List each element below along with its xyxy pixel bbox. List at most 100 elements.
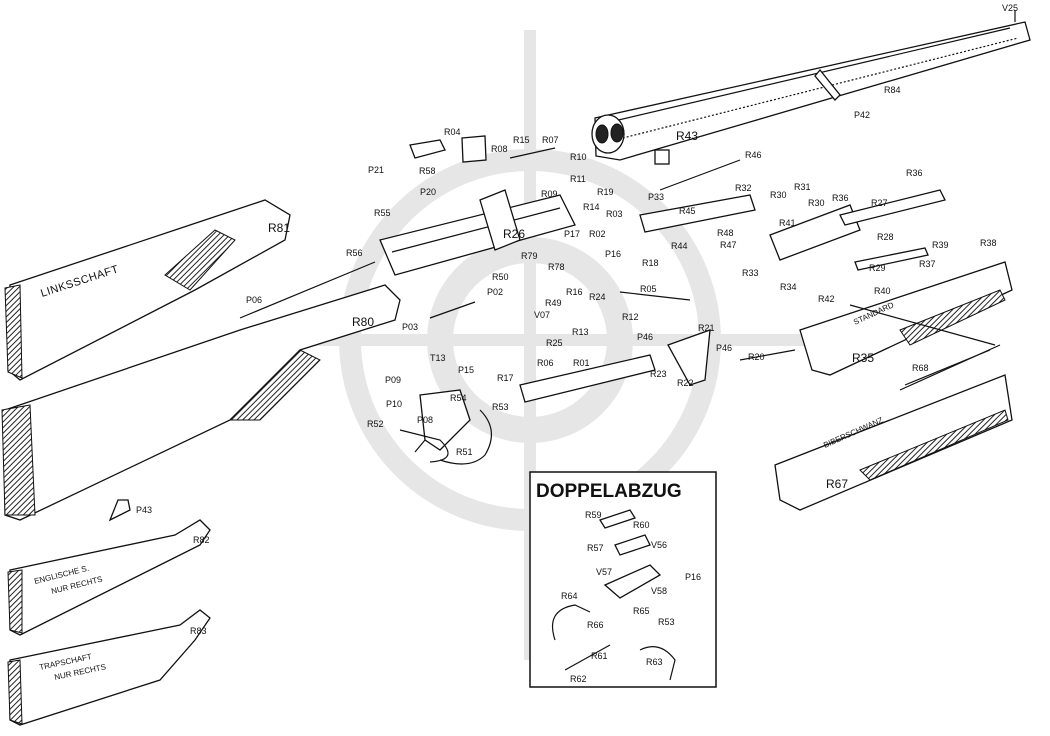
label-r11: R11: [570, 174, 586, 184]
label-r64: R64: [561, 591, 578, 601]
label-r81: R81: [268, 221, 290, 235]
label-r20: R20: [748, 352, 765, 362]
label-r53a: R53: [492, 402, 509, 412]
label-r08: R08: [491, 144, 508, 154]
label-r56: R56: [346, 248, 363, 258]
label-p06: P06: [246, 295, 262, 305]
label-r15: R15: [513, 135, 530, 145]
label-r05: R05: [640, 284, 657, 294]
label-p21: P21: [368, 165, 384, 175]
label-p15: P15: [458, 365, 474, 375]
inset-title: DOPPELABZUG: [536, 481, 682, 502]
label-r33: R33: [742, 268, 759, 278]
label-r30b: R30: [808, 198, 825, 208]
label-r63: R63: [646, 657, 663, 667]
rods-and-pins: [239, 261, 1001, 453]
label-r24: R24: [589, 292, 606, 302]
label-p33: P33: [648, 192, 664, 202]
label-v58: V58: [651, 586, 667, 596]
label-r35: R35: [852, 351, 874, 365]
stock-captions: LINKSSCHAFT ENGLISCHE S. NUR RECHTS TRAP…: [33, 263, 895, 682]
label-r78: R78: [548, 262, 565, 272]
stock-linksschaft: [4, 199, 291, 381]
label-r80: R80: [352, 315, 374, 329]
label-r46: R46: [745, 150, 762, 160]
label-r13: R13: [572, 327, 589, 337]
label-r09: R09: [541, 189, 558, 199]
stock-englische: [7, 519, 211, 636]
label-r12: R12: [622, 312, 639, 322]
label-r31: R31: [794, 182, 811, 192]
label-r02: R02: [589, 229, 606, 239]
label-r36b: R36: [906, 168, 923, 178]
label-r29: R29: [869, 263, 886, 273]
label-p02: P02: [487, 287, 503, 297]
label-r45: R45: [679, 206, 696, 216]
label-r51: R51: [456, 447, 473, 457]
label-r34: R34: [780, 282, 797, 292]
label-p08: P08: [417, 415, 433, 425]
label-r18: R18: [642, 258, 659, 268]
label-p09: P09: [385, 375, 401, 385]
forend-standard: [799, 261, 1013, 376]
label-r17: R17: [497, 373, 514, 383]
label-r83: R83: [190, 626, 207, 636]
top-lever-parts: [639, 159, 946, 271]
label-p16b: P16: [685, 572, 701, 582]
label-r10: R10: [570, 152, 587, 162]
label-p17: P17: [564, 229, 580, 239]
label-r67: R67: [826, 477, 848, 491]
label-r61: R61: [591, 651, 608, 661]
label-r62: R62: [570, 674, 587, 684]
label-r07: R07: [542, 135, 559, 145]
part-p43: [108, 499, 131, 522]
label-r82: R82: [193, 535, 210, 545]
label-r47: R47: [720, 240, 737, 250]
label-r65: R65: [633, 606, 650, 616]
forend-biberschwanz: [774, 349, 1013, 511]
label-r58: R58: [419, 166, 436, 176]
label-r32: R32: [735, 183, 752, 193]
label-r50: R50: [492, 272, 509, 282]
label-r79: R79: [521, 251, 538, 261]
label-p10: P10: [386, 399, 402, 409]
label-r25: R25: [546, 338, 563, 348]
label-r01: R01: [573, 358, 590, 368]
label-r44: R44: [671, 241, 688, 251]
label-r55: R55: [374, 208, 391, 218]
label-p03: P03: [402, 322, 418, 332]
label-r21: R21: [698, 323, 715, 333]
label-r14: R14: [583, 202, 600, 212]
label-r22: R22: [677, 378, 694, 388]
label-r66: R66: [587, 620, 604, 630]
label-p16a: P16: [605, 249, 621, 259]
label-r36a: R36: [832, 193, 849, 203]
label-v25: V25: [1002, 3, 1018, 13]
stock-main: [1, 284, 401, 521]
trigger-group: [399, 329, 711, 465]
label-r26: R26: [503, 227, 525, 241]
label-p46b: P46: [716, 343, 732, 353]
label-r53b: R53: [658, 617, 675, 627]
label-r39: R39: [932, 240, 949, 250]
label-r43: R43: [676, 129, 698, 143]
label-r37: R37: [919, 259, 936, 269]
stock-trapschaft: [7, 609, 211, 726]
doppelabzug-inset: [529, 471, 717, 688]
label-p20: P20: [420, 187, 436, 197]
label-r49: R49: [545, 298, 562, 308]
label-t13: T13: [430, 353, 446, 363]
label-r27: R27: [871, 198, 888, 208]
label-r03: R03: [606, 209, 623, 219]
label-r06: R06: [537, 358, 554, 368]
label-v56: V56: [651, 540, 667, 550]
label-r23: R23: [650, 369, 667, 379]
receiver-assembly: [379, 135, 576, 276]
label-r52: R52: [367, 419, 384, 429]
barrel-assembly: [591, 10, 1031, 165]
label-v07: V07: [534, 310, 550, 320]
part-labels: V25 R84 P42 R43 R04 R15 R07 R08 R10 R11 …: [136, 3, 1018, 684]
label-r60: R60: [633, 520, 650, 530]
label-p46a: P46: [637, 332, 653, 342]
